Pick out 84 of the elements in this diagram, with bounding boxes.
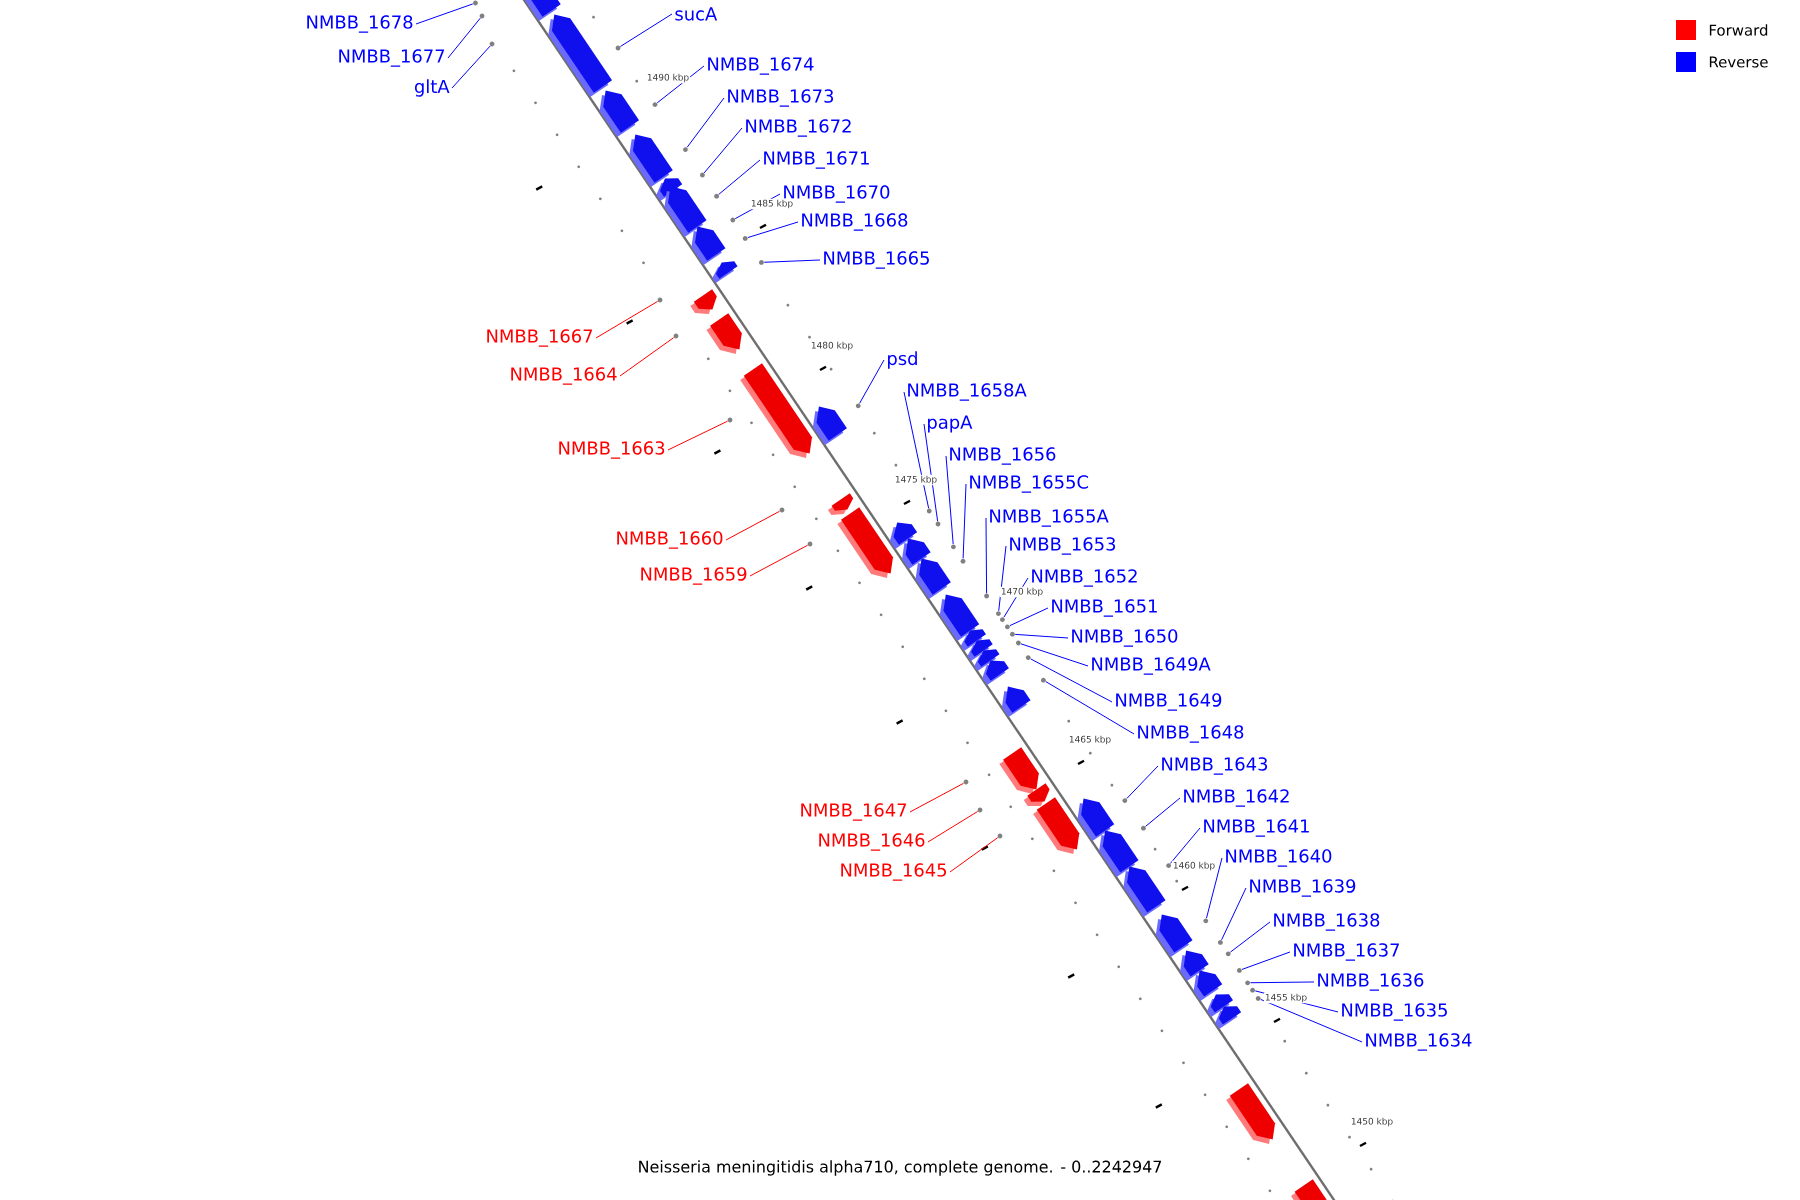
leader-line [998, 545, 1007, 612]
gene-label: NMBB_1637 [1294, 943, 1399, 961]
gene-label: NMBB_1649 [1116, 693, 1222, 711]
leader-line [903, 391, 930, 509]
gene-label: NMBB_1663 [559, 441, 665, 459]
leader-line [447, 17, 481, 59]
leader-line [1260, 998, 1363, 1043]
gene-label: NMBB_1677 [339, 49, 445, 67]
leader-line [949, 837, 999, 873]
gene-label: NMBB_1656 [950, 447, 1056, 465]
leader-line [718, 159, 761, 195]
gene-label: NMBB_1645 [841, 863, 947, 881]
leader-line [1003, 577, 1029, 618]
gene-label: NMBB_1634 [1366, 1033, 1472, 1051]
leader-line [667, 420, 728, 451]
leader-line [1206, 857, 1223, 919]
leader-line [962, 483, 967, 559]
gene-label: NMBB_1636 [1318, 973, 1424, 991]
gene-label: NMBB_1639 [1250, 879, 1356, 897]
gene-label: NMBB_1641 [1204, 819, 1309, 837]
gene-label: NMBB_1665 [824, 251, 929, 269]
gene-label: NMBB_1664 [511, 367, 617, 385]
leader-line [1221, 887, 1247, 941]
leader-line [763, 259, 821, 263]
leader-line [734, 193, 781, 220]
leader-line [1145, 797, 1181, 827]
gene-label: NMBB_1660 [617, 531, 723, 549]
gene-label: NMBB_1642 [1184, 789, 1289, 807]
gene-label: NMBB_1672 [746, 119, 851, 137]
leader-line [1254, 990, 1339, 1013]
leader-line [703, 127, 743, 174]
gene-label: NMBB_1646 [819, 833, 925, 851]
leader-line [451, 45, 491, 89]
gene-label: gltA [414, 79, 450, 97]
leader-line [749, 544, 809, 577]
gene-label: NMBB_1643 [1162, 757, 1268, 775]
gene-label: NMBB_1673 [728, 89, 834, 107]
leader-line [1169, 827, 1201, 864]
leader-line [909, 782, 965, 813]
gene-label: NMBB_1640 [1226, 849, 1332, 867]
gene-label: NMBB_1667 [487, 329, 593, 347]
leader-line [1229, 921, 1271, 953]
gene-label: sucA [675, 7, 718, 21]
leader-line [1020, 643, 1089, 667]
gene-label: NMBB_1674 [708, 57, 814, 75]
leader-line [415, 3, 474, 25]
gene-label: NMBB_1648 [1138, 725, 1244, 743]
leader-line [686, 97, 725, 148]
leader-line [656, 65, 705, 104]
gene-label: papA [928, 415, 973, 433]
leader-line [1045, 681, 1135, 735]
leader-line [619, 337, 675, 377]
gene-label: NMBB_1650 [1072, 629, 1178, 647]
leader-line [859, 359, 885, 404]
leader-line [725, 510, 781, 541]
leader-line [1009, 607, 1049, 627]
gene-label: NMBB_1658A [908, 383, 1027, 401]
gene-label: NMBB_1635 [1342, 1003, 1447, 1021]
gene-label: NMBB_1649A [1092, 657, 1211, 675]
leader-line [985, 517, 988, 594]
gene-label: NMBB_1659 [641, 567, 747, 585]
gene-label: NMBB_1647 [801, 803, 907, 821]
leader-line [1014, 633, 1069, 639]
gene-label: NMBB_1671 [764, 151, 869, 169]
gene-label: NMBB_1678 [307, 15, 413, 33]
leader-line [927, 810, 979, 843]
gene-label: NMBB_1652 [1032, 569, 1137, 587]
leader-line [1249, 981, 1315, 984]
gene-label: NMBB_1670 [784, 185, 890, 203]
leader-line [1126, 765, 1159, 800]
gene-label: psd [888, 351, 917, 369]
leader-line [595, 300, 659, 339]
leader-line [1241, 951, 1291, 970]
gene-label: NMBB_1638 [1274, 913, 1380, 931]
gene-label: NMBB_1655C [970, 475, 1089, 493]
leader-line [945, 455, 954, 545]
leader-line [1030, 658, 1113, 703]
leader-line [747, 221, 799, 239]
gene-label: NMBB_1668 [802, 213, 908, 231]
gene-label: NMBB_1655A [990, 509, 1109, 527]
gene-label: NMBB_1653 [1010, 537, 1116, 555]
leader-line [619, 13, 673, 47]
leader-line [923, 423, 939, 522]
gene-label: NMBB_1651 [1052, 599, 1157, 617]
